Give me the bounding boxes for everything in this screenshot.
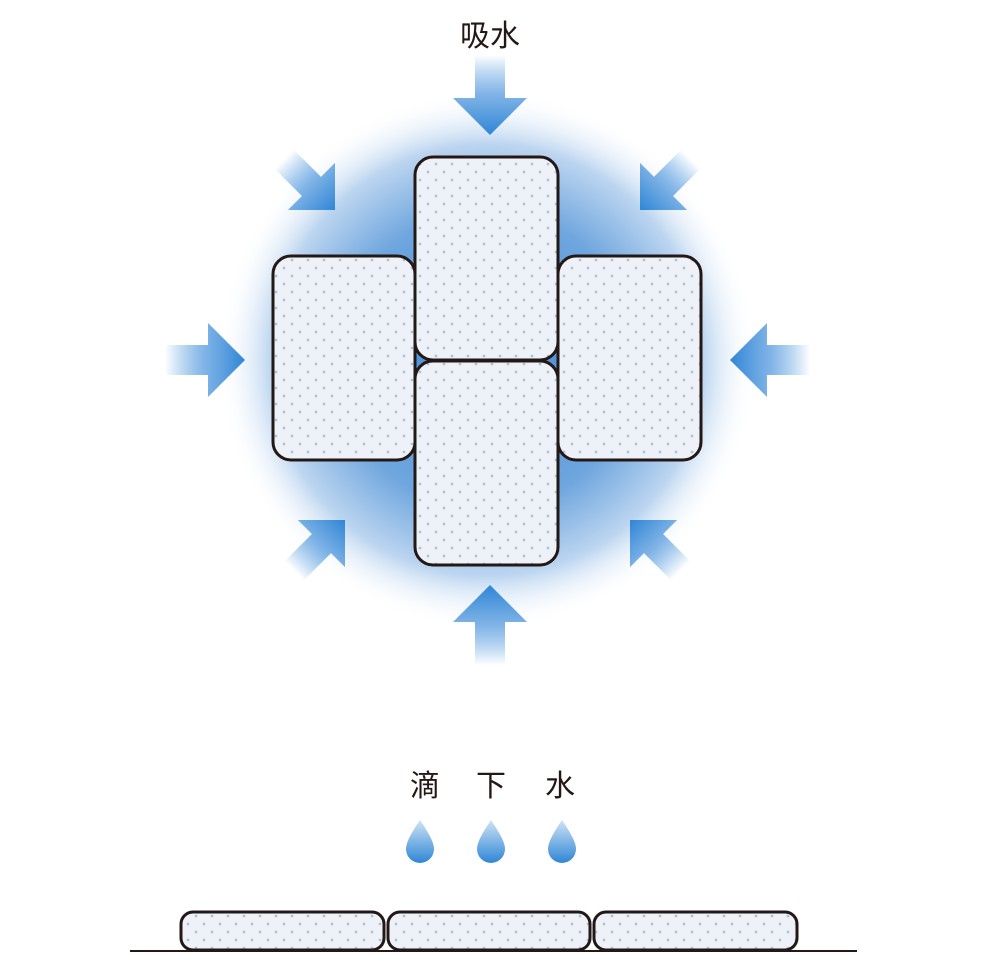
block-bottom <box>413 359 560 567</box>
water-drop-icon <box>406 820 434 863</box>
water-drops <box>406 820 576 863</box>
block-left <box>271 254 417 462</box>
water-drop-icon <box>548 820 576 863</box>
block-right <box>556 254 703 462</box>
drip-label-3: 水 <box>545 769 575 804</box>
flat-blocks <box>179 910 799 952</box>
drip-label-1: 滴 <box>410 769 440 804</box>
block-top <box>413 155 560 362</box>
flat-block <box>386 910 592 952</box>
absorb-label: 吸水 <box>460 19 520 54</box>
flat-block <box>592 910 799 952</box>
drip-label-2: 下 <box>476 769 506 804</box>
absorbent-blocks <box>271 155 703 567</box>
flat-block <box>179 910 386 952</box>
water-drop-icon <box>477 820 505 863</box>
